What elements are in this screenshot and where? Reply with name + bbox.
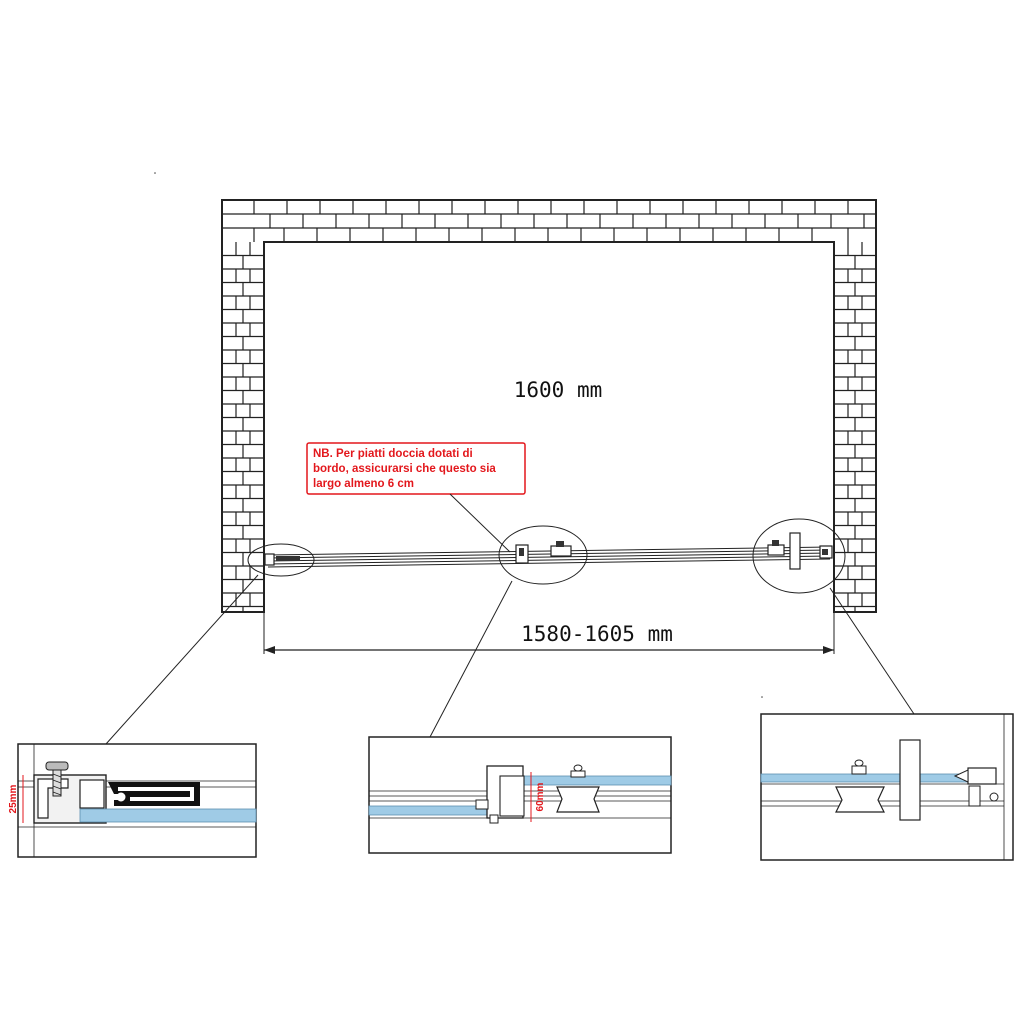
detail-right (760, 713, 1014, 861)
brick-pattern (222, 200, 876, 612)
note-leader-line (449, 493, 511, 553)
note-box (306, 442, 526, 495)
note-line-1: NB. Per piatti doccia dotati di (313, 448, 473, 460)
leader-left (105, 574, 259, 745)
left-height-label: 25mm (8, 784, 19, 813)
inner-width-label: 1600 mm (514, 378, 603, 402)
center-height-label: 60mm (535, 782, 546, 811)
opening-dimension: 1580-1605 mm (263, 612, 835, 654)
callout-ellipse-center (498, 525, 588, 585)
detail-left: 25mm (8, 743, 257, 858)
note-line-2: bordo, assicurarsi che questo sia (313, 463, 496, 475)
opening-range-label: 1580-1605 mm (521, 622, 673, 646)
door-rail (264, 532, 833, 570)
installation-note: NB. Per piatti doccia dotati di bordo, a… (306, 442, 526, 553)
leader-right (829, 587, 915, 715)
leader-center (429, 580, 513, 738)
callout-ellipse-left (247, 543, 315, 577)
brick-wall (221, 199, 877, 613)
note-line-3: largo almeno 6 cm (313, 478, 414, 490)
detail-center: 60mm (368, 736, 672, 854)
callout-ellipse-right (752, 518, 846, 594)
